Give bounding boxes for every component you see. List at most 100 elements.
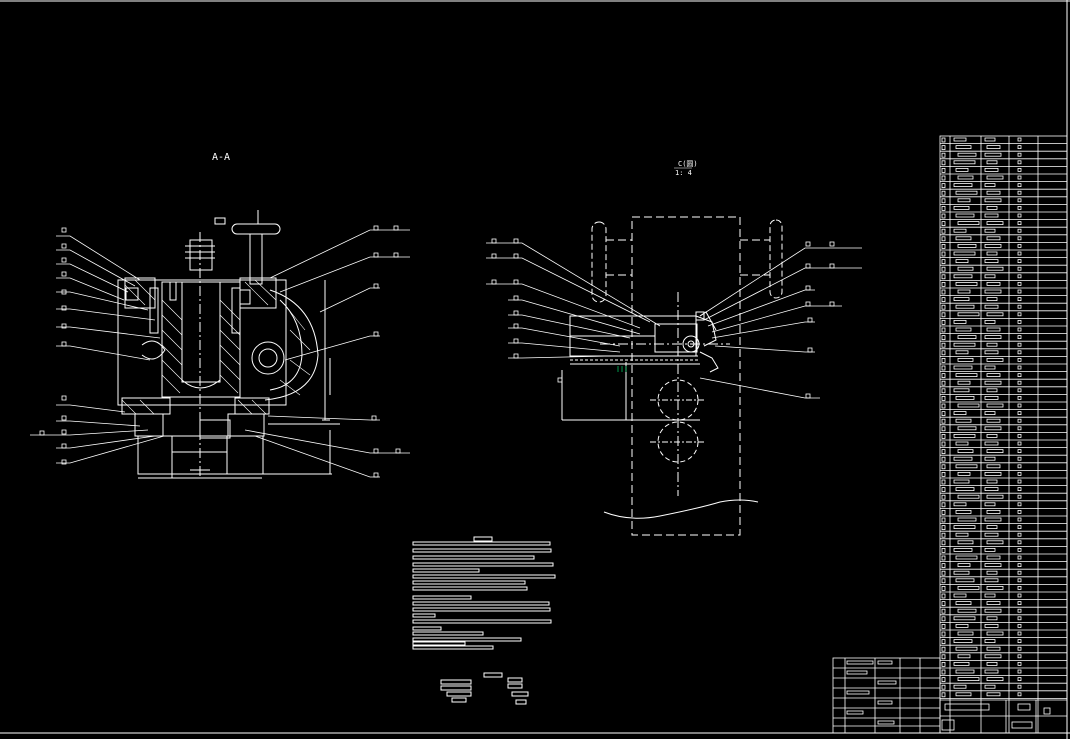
parts-list-cell-mark [953,297,970,302]
parts-list-cell-mark [1017,548,1022,552]
parts-list-cell-mark [986,221,1004,226]
parts-list-cell-mark [1017,570,1022,575]
parts-list-cell-mark [941,274,946,280]
parts-list-cell-mark [941,243,946,249]
parts-list-cell-mark [941,342,946,348]
parts-list-cell-mark [1017,525,1022,529]
parts-list-cell-mark [1017,198,1022,203]
parts-list-cell-mark [1017,388,1022,393]
parts-list-cell-mark [957,677,980,681]
parts-list-cell-mark [1017,517,1022,522]
parts-list-cell-mark [941,411,946,417]
section-view-assembly [117,210,340,479]
parts-list-cell-mark [953,639,973,643]
parts-list-cell-mark [1017,677,1022,681]
parts-list-cell-mark [986,357,1004,362]
parts-list-cell-mark [986,433,998,438]
parts-list-cell-mark [941,160,946,166]
parts-list-cell-mark [984,456,996,461]
parts-list-cell-mark [1017,411,1022,416]
parts-list-cell-mark [1017,540,1022,545]
parts-list-cell-mark [986,586,1004,590]
parts-list-cell-mark [957,563,971,567]
parts-list-cell-mark [957,471,971,476]
parts-list-cell-mark [1017,266,1022,271]
parts-list-cell-mark [986,646,1001,651]
parts-list-cell-mark [957,221,980,226]
parts-list-cell-mark [1017,365,1022,370]
parts-list-cell-mark [984,639,996,643]
parts-list-cell-mark [941,563,946,568]
parts-list-cell-mark [957,152,977,157]
detail-view-accent-marks [617,366,627,372]
parts-list-cell-mark [955,601,972,605]
parts-list-cell-mark [984,319,996,324]
parts-list-cell-mark [1017,456,1022,461]
parts-list-cell-mark [953,319,967,324]
parts-list-cell-mark [1017,403,1022,408]
parts-list-cell-mark [941,297,946,303]
parts-list-cell-mark [953,251,976,256]
parts-list-cell-mark [986,190,1001,195]
parts-list-cell-mark [941,236,946,242]
parts-list-cell-mark [953,456,973,461]
parts-list-cell-mark [1017,145,1022,150]
parts-list-cell-mark [941,669,946,675]
parts-list-cell-mark [986,205,998,210]
parts-list-cell-mark [1017,563,1022,567]
parts-list-cell-mark [984,411,996,416]
parts-list-cell-mark [957,586,980,590]
parts-list-cell-mark [941,319,946,325]
parts-list-cell-mark [953,684,967,689]
parts-list-cell-mark [941,395,946,401]
parts-list-cell-mark [941,692,946,698]
parts-list-cell-mark [1017,608,1022,613]
parts-list-cell-mark [1017,631,1022,636]
parts-list-cell-mark [955,578,975,583]
parts-list-cell-mark [953,548,973,552]
parts-list-cell-mark [984,563,1002,567]
parts-list-cell-mark [941,616,946,622]
parts-list-cell-mark [1017,137,1022,142]
parts-list-cell-mark [986,266,1004,271]
parts-list-cell-mark [955,624,969,628]
parts-list-cell-mark [957,289,971,294]
title-block [832,657,1067,734]
parts-list-cell-mark [984,654,1002,659]
parts-list-cell-mark [1017,646,1022,651]
parts-list-cell-mark [1017,289,1022,294]
parts-list-cell-mark [984,350,999,355]
parts-list-cell-mark [1017,327,1022,332]
parts-list-cell-mark [986,281,1001,286]
parts-list-cell-mark [941,608,946,614]
parts-list-cell-mark [941,152,946,158]
parts-list-cell-mark [941,525,946,530]
parts-list-cell-mark [941,221,946,227]
parts-list-cell-mark [941,677,946,682]
parts-list-cell-mark [984,608,1002,613]
parts-list-cell-mark [941,487,946,493]
parts-list-cell-mark [955,281,978,286]
parts-list-cell-mark [984,259,999,264]
parts-list-cell-mark [1017,183,1022,188]
parts-list-cell-mark [986,403,1004,408]
parts-list-cell-mark [953,616,976,621]
parts-list-table [939,135,1068,734]
parts-list-cell-mark [941,335,946,341]
parts-list-cell-mark [1017,297,1022,302]
parts-list-cell-mark [941,167,946,173]
parts-list-cell-mark [1017,380,1022,385]
parts-list-cell-mark [941,137,946,143]
parts-list-cell-mark [941,183,946,189]
parts-list-cell-mark [986,418,1001,423]
parts-list-cell-mark [953,479,970,484]
parts-list-cell-mark [953,593,967,598]
parts-list-cell-mark [941,175,946,181]
parts-list-cell-mark [941,145,946,151]
parts-list-cell-mark [957,540,974,545]
parts-list-cell-mark [941,266,946,272]
parts-list-cell-mark [986,312,1004,317]
parts-list-cell-mark [986,616,998,621]
parts-list-cell-mark [984,335,1002,340]
